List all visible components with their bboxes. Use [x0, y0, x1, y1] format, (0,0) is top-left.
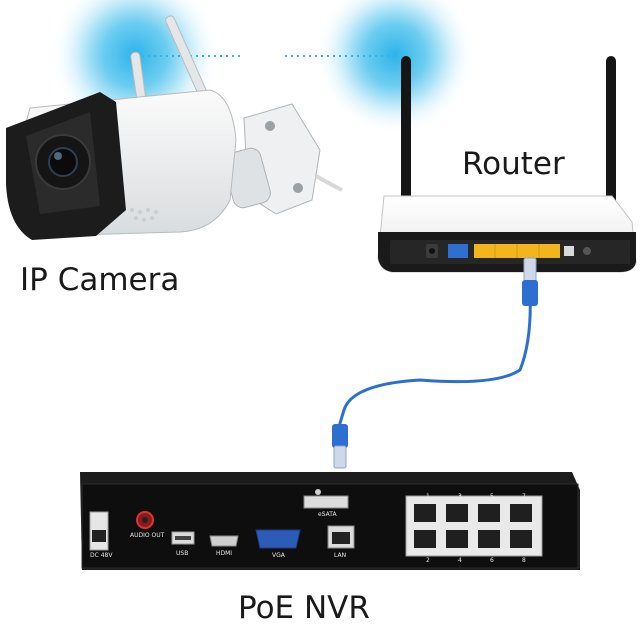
nvr-recorder-illustration — [80, 472, 580, 570]
power-port-label: DC 48V — [90, 552, 113, 559]
poe-port-label-2: 2 — [426, 557, 430, 564]
poe-port-label-7: 7 — [522, 493, 526, 500]
lan-port-label: LAN — [334, 552, 347, 559]
nvr-label: PoE NVR — [238, 590, 370, 626]
ethernet-cable — [332, 257, 538, 469]
poe-port-label-5: 5 — [490, 493, 494, 500]
audio-port-label: AUDIO OUT — [130, 532, 165, 539]
wifi-router-illustration — [377, 56, 637, 273]
esata-port-label: eSATA — [318, 511, 337, 518]
vga-port-label: VGA — [272, 552, 285, 559]
poe-port-label-3: 3 — [458, 493, 462, 500]
poe-port-label-6: 6 — [490, 557, 494, 564]
poe-port-label-8: 8 — [522, 557, 526, 564]
poe-port-label-4: 4 — [458, 557, 462, 564]
ip-camera-illustration — [6, 15, 343, 240]
hdmi-port-label: HDMI — [216, 550, 233, 557]
router-label: Router — [462, 146, 565, 182]
camera-label: IP Camera — [20, 262, 180, 298]
poe-port-label-1: 1 — [426, 493, 430, 500]
usb-port-label: USB — [176, 550, 189, 557]
